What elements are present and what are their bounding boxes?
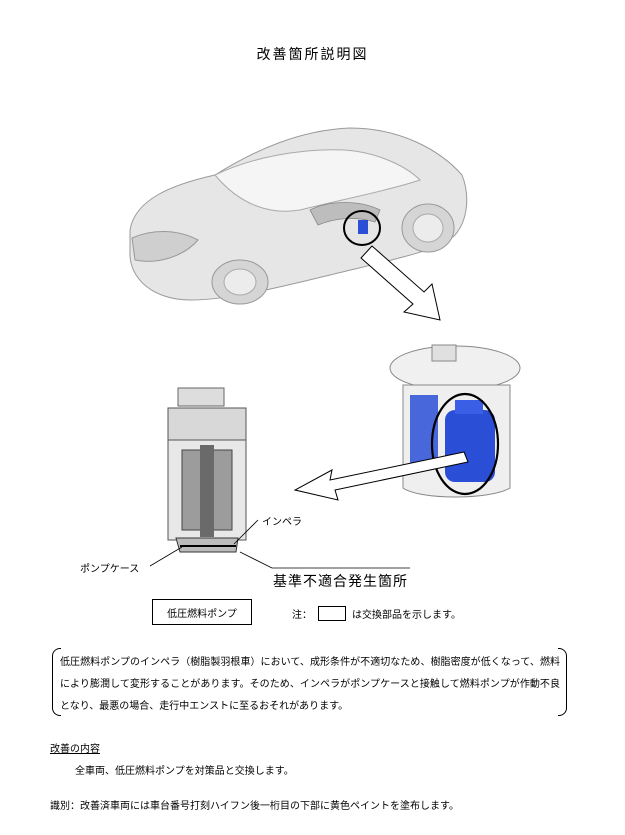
impeller-label: インペラ — [262, 517, 302, 528]
description-bracket-left — [52, 648, 61, 716]
improvement-heading: 改善の内容 — [50, 744, 100, 755]
pump-cutaway — [167, 387, 247, 553]
note-suffix: は交換部品を示します。 — [352, 610, 461, 621]
part-name-box: 低圧燃料ポンプ — [152, 599, 252, 625]
pump-case-label: ポンプケース — [80, 564, 140, 575]
defect-description: 低圧燃料ポンプのインペラ（樹脂製羽根車）において、成形条件が不適切なため、樹脂密… — [60, 657, 560, 712]
page-title: 改善箇所説明図 — [256, 47, 369, 63]
replacement-marker-square — [318, 606, 346, 621]
arrow-module-to-pump — [293, 451, 469, 501]
improvement-text: 全車両、低圧燃料ポンプを対策品と交換します。 — [75, 766, 294, 777]
defect-location-label: 基準不適合発生箇所 — [273, 574, 408, 590]
replacement-note: 注： は交換部品を示します。 — [292, 606, 461, 621]
car-illustration — [129, 127, 468, 305]
note-prefix: 注： — [292, 610, 312, 621]
identification-text: 識別：改善済車両には車台番号打刻ハイフン後一桁目の下部に黄色ペイントを塗布します… — [50, 801, 459, 812]
arrow-car-to-module — [360, 245, 441, 321]
